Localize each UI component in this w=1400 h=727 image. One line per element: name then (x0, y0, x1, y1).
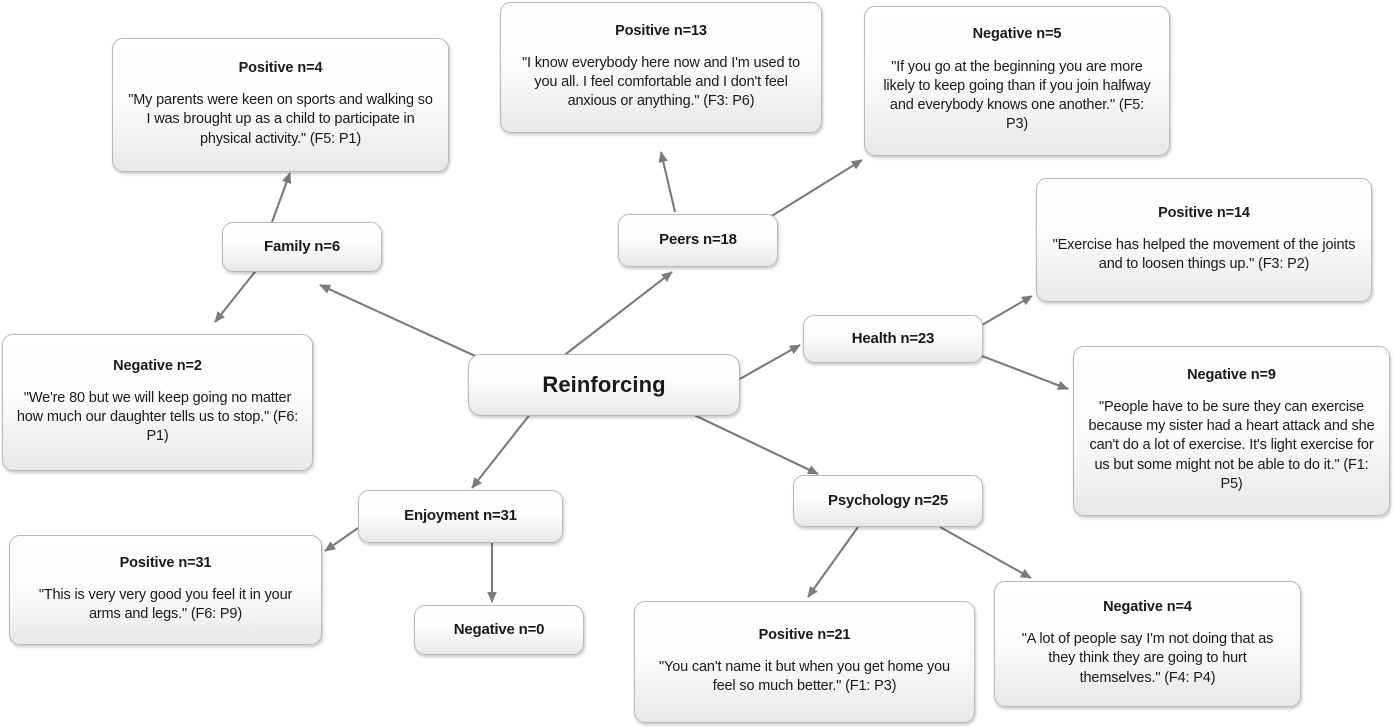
node-quote-health-positive[interactable]: Positive n=14 "Exercise has helped the m… (1036, 178, 1372, 302)
quote-title: Negative n=5 (972, 26, 1062, 43)
quote-title: Positive n=13 (615, 22, 707, 39)
quote-title: Negative n=0 (453, 620, 545, 638)
node-quote-enjoyment-negative[interactable]: Negative n=0 (414, 605, 584, 655)
edge-peers-negative (761, 159, 863, 223)
node-quote-psychology-negative[interactable]: Negative n=4 "A lot of people say I'm no… (994, 581, 1301, 707)
edge-health-positive (981, 295, 1033, 326)
node-category-enjoyment-label: Enjoyment n=31 (404, 507, 517, 525)
edge-center-peers (561, 271, 673, 358)
node-center-reinforcing[interactable]: Reinforcing (468, 354, 740, 416)
node-quote-health-negative[interactable]: Negative n=9 "People have to be sure the… (1073, 346, 1390, 516)
edge-center-family (319, 284, 485, 361)
edge-psychology-negative (939, 526, 1032, 579)
node-center-label: Reinforcing (542, 372, 666, 398)
node-quote-family-negative[interactable]: Negative n=2 "We're 80 but we will keep … (2, 334, 313, 471)
quote-text: "This is very very good you feel it in y… (38, 586, 293, 623)
quote-text: "We're 80 but we will keep going no matt… (16, 389, 299, 445)
quote-text: "You can't name it but when you get home… (659, 658, 950, 695)
quote-text: "If you go at the beginning you are more… (883, 58, 1151, 133)
edge-enjoyment-positive (324, 527, 359, 552)
node-quote-psychology-positive[interactable]: Positive n=21 "You can't name it but whe… (634, 601, 975, 723)
quote-title: Negative n=4 (1103, 599, 1192, 616)
edge-center-psychology (689, 412, 819, 475)
quote-title: Negative n=2 (113, 357, 202, 374)
edge-psychology-positive (807, 526, 859, 598)
node-category-health-label: Health n=23 (851, 329, 935, 347)
node-category-psychology[interactable]: Psychology n=25 (793, 475, 983, 527)
node-quote-enjoyment-positive[interactable]: Positive n=31 "This is very very good yo… (9, 535, 322, 645)
node-category-peers[interactable]: Peers n=18 (618, 214, 778, 267)
quote-text: "My parents were keen on sports and walk… (128, 92, 433, 147)
quote-title: Positive n=14 (1158, 204, 1250, 221)
node-category-family[interactable]: Family n=6 (222, 222, 382, 272)
quote-title: Positive n=31 (119, 554, 212, 571)
quote-title: Negative n=9 (1187, 366, 1276, 383)
edge-health-negative (981, 355, 1069, 390)
quote-text: "People have to be sure they can exercis… (1088, 398, 1375, 492)
quote-text: "A lot of people say I'm not doing that … (1021, 631, 1274, 686)
edge-center-health (737, 344, 801, 381)
node-quote-peers-positive[interactable]: Positive n=13 "I know everybody here now… (500, 2, 822, 133)
edge-center-enjoyment (471, 412, 532, 489)
node-quote-peers-negative[interactable]: Negative n=5 "If you go at the beginning… (864, 6, 1170, 156)
edge-family-positive (271, 172, 292, 223)
node-quote-family-positive[interactable]: Positive n=4 "My parents were keen on sp… (112, 38, 449, 172)
quote-title: Positive n=21 (758, 626, 851, 643)
quote-text: "I know everybody here now and I'm used … (521, 54, 801, 110)
node-category-family-label: Family n=6 (264, 237, 340, 255)
node-category-peers-label: Peers n=18 (659, 231, 737, 249)
node-category-health[interactable]: Health n=23 (803, 315, 983, 363)
node-category-enjoyment[interactable]: Enjoyment n=31 (358, 490, 563, 543)
quote-text: "Exercise has helped the movement of the… (1052, 236, 1356, 273)
edge-family-negative (214, 267, 259, 323)
quote-title: Positive n=4 (238, 60, 323, 77)
edge-peers-positive (658, 151, 677, 213)
node-category-psychology-label: Psychology n=25 (828, 491, 948, 509)
